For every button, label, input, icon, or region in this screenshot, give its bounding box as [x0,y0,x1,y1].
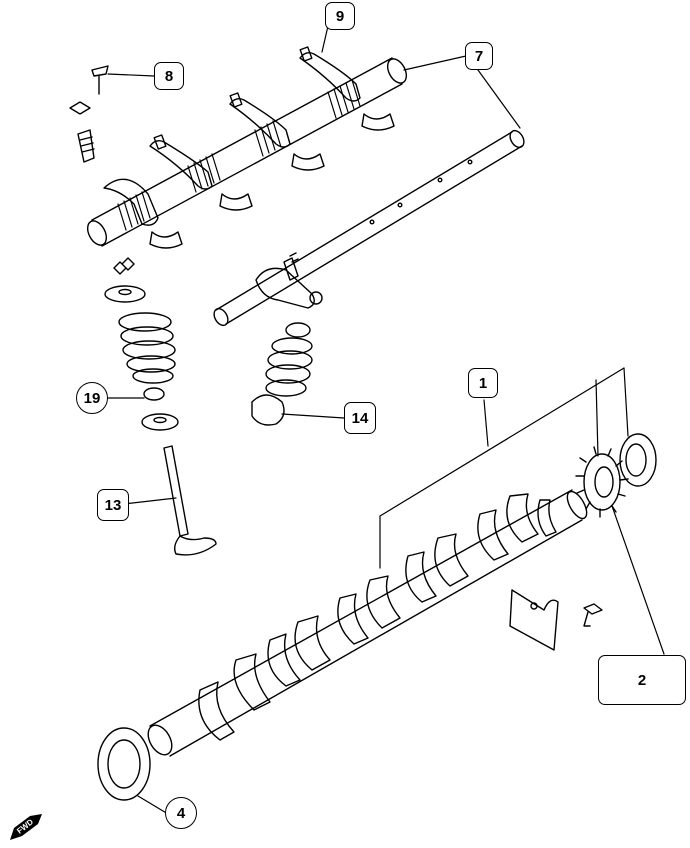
leader-lines [105,25,665,815]
camshaft-rear-seal [619,433,657,487]
camshaft-sprocket [575,446,629,518]
thrust-plate-and-bolt [509,589,603,651]
callout-1[interactable]: 1 [468,368,498,398]
upper-rocker-shaft-assembly [86,46,408,249]
callout-19[interactable]: 19 [76,382,108,414]
screw-nut-stud-set [69,65,109,163]
callout-8[interactable]: 8 [154,62,184,90]
camshaft-front-seal [97,727,151,801]
lower-rocker-shaft [213,129,525,327]
fwd-arrow-icon [10,814,42,840]
callout-14[interactable]: 14 [344,402,376,434]
exhaust-valve-spring-assembly [251,322,313,426]
intake-valve-spring-assembly [104,257,217,556]
callout-13[interactable]: 13 [97,489,129,521]
callout-9[interactable]: 9 [325,2,355,30]
callout-7[interactable]: 7 [465,42,493,70]
callout-4[interactable]: 4 [165,797,197,829]
callout-2[interactable]: 2 [598,655,686,705]
camshaft [147,489,588,757]
